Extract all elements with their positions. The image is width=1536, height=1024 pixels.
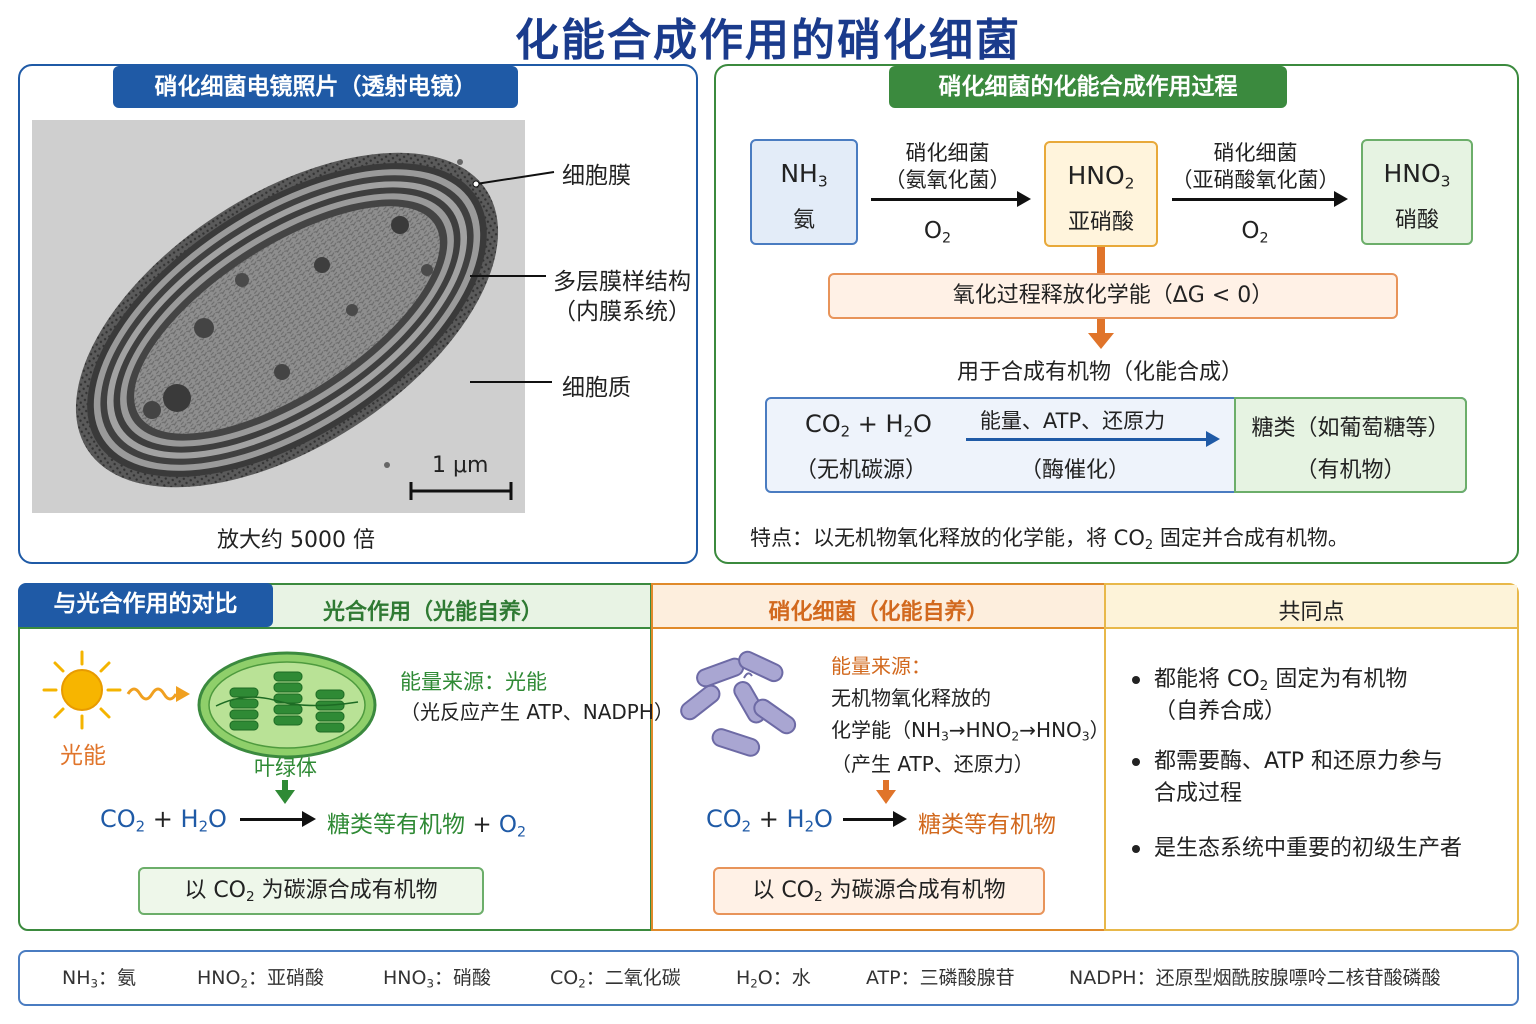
magnification-label: 放大约 5000 倍 xyxy=(217,528,375,553)
sun-icon xyxy=(42,650,122,730)
step2-organism: 硝化细菌 xyxy=(1213,141,1298,165)
compare-tag: 与光合作用的对比 xyxy=(18,583,273,627)
chemo-summary-box: 以 CO2 为碳源合成有机物 xyxy=(713,867,1045,915)
chemo-equation-arrow-head xyxy=(893,811,907,827)
chloroplast-label: 叶绿体 xyxy=(254,756,317,780)
legend-item-nh3: NH3：氨 xyxy=(62,967,137,991)
nh3-box: NH3 氨 xyxy=(750,139,858,245)
step2-organism-note: （亚硝酸氧化菌） xyxy=(1171,168,1340,192)
photo-energy-source: 能量来源：光能 xyxy=(400,670,547,694)
step2-arrow-head xyxy=(1334,191,1348,207)
use-text: 用于合成有机物（化能合成） xyxy=(956,360,1243,385)
chemo-energy-line1: 无机物氧化释放的 xyxy=(831,686,991,710)
reaction-arrow xyxy=(966,438,1210,441)
photo-equation-arrow xyxy=(240,818,304,821)
light-energy-label: 光能 xyxy=(60,743,106,769)
photo-equation-reactants: CO2 + H2O xyxy=(100,805,227,836)
common-point-3: 是生态系统中重要的初级生产者 xyxy=(1131,833,1462,865)
chemo-energy-line2: 化学能（NH3→HNO2→HNO3） xyxy=(831,718,1110,744)
step1-arrow xyxy=(871,198,1019,201)
step1-organism-note: （氨氧化菌） xyxy=(884,168,1011,192)
release-arrow-head xyxy=(1088,333,1114,349)
chloroplast-arrow-head xyxy=(275,790,295,804)
chemo-equation-arrow xyxy=(843,818,895,821)
chemo-header-bg xyxy=(653,585,1104,629)
legend-item-h2o: H2O：水 xyxy=(736,967,811,991)
reaction-product: 糖类（如葡萄糖等） xyxy=(1251,416,1450,441)
chemo-energy-label: 能量来源： xyxy=(831,654,931,678)
nh3-name: 氨 xyxy=(792,208,815,233)
feature-text: 特点：以无机物氧化释放的化学能，将 CO2 固定并合成有机物。 xyxy=(750,526,1349,553)
step1-arrow-head xyxy=(1017,191,1031,207)
hno3-box: HNO3 硝酸 xyxy=(1361,139,1473,245)
hno3-name: 硝酸 xyxy=(1394,208,1439,233)
step1-o2: O2 xyxy=(923,218,952,247)
label-multilayer-note: （内膜系统） xyxy=(553,299,691,325)
label-cell-membrane: 细胞膜 xyxy=(562,163,631,189)
chloroplast-arrow xyxy=(282,780,288,792)
legend-item-hno2: HNO2：亚硝酸 xyxy=(197,967,324,991)
common-point-1: 都能将 CO2 固定为有机物（自养合成） xyxy=(1131,664,1407,728)
legend-item-atp: ATP：三磷酸腺苷 xyxy=(866,967,1015,989)
light-wave-icon xyxy=(126,686,190,702)
chemo-header: 硝化细菌（化能自养） xyxy=(768,600,989,625)
em-panel-header: 硝化细菌电镜照片（透射电镜） xyxy=(113,66,518,108)
reaction-enzyme: （酶催化） xyxy=(1019,458,1130,483)
page-title: 化能合成作用的硝化细菌 xyxy=(515,15,1021,66)
em-micrograph xyxy=(32,120,525,513)
common-header-bg xyxy=(1106,585,1517,629)
step2-o2: O2 xyxy=(1241,218,1269,247)
label-multilayer: 多层膜样结构 xyxy=(553,269,691,295)
photo-equation-products: 糖类等有机物 + O2 xyxy=(327,812,527,841)
legend-item-nadph: NADPH：还原型烟酰胺腺嘌呤二核苷酸磷酸 xyxy=(1069,967,1441,989)
reaction-arrow-head xyxy=(1206,431,1220,447)
chemo-equation-reactants: CO2 + H2O xyxy=(706,805,833,836)
process-panel-header: 硝化细菌的化能合成作用过程 xyxy=(889,66,1287,108)
chemo-equation-product: 糖类等有机物 xyxy=(918,812,1056,838)
compare-col-common xyxy=(1104,583,1519,931)
legend-bar xyxy=(18,950,1519,1006)
release-text: 氧化过程释放化学能（ΔG < 0） xyxy=(952,283,1274,308)
product-box xyxy=(1234,397,1467,493)
em-callout-lines xyxy=(470,171,555,383)
bacteria-icon xyxy=(680,650,797,757)
step1-organism: 硝化细菌 xyxy=(905,141,990,165)
photo-header: 光合作用（光能自养） xyxy=(323,600,544,625)
common-point-2: 都需要酶、ATP 和还原力参与合成过程 xyxy=(1131,746,1443,810)
photo-summary-box: 以 CO2 为碳源合成有机物 xyxy=(138,867,484,915)
common-header: 共同点 xyxy=(1278,600,1345,625)
legend-item-hno3: HNO3：硝酸 xyxy=(383,967,491,991)
photo-equation-arrow-head xyxy=(302,811,316,827)
hno2-box: HNO2 亚硝酸 xyxy=(1044,141,1158,247)
chemo-energy-line3: （产生 ATP、还原力） xyxy=(831,752,1034,776)
hno2-name: 亚硝酸 xyxy=(1067,210,1134,235)
release-box: 氧化过程释放化学能（ΔG < 0） xyxy=(828,273,1398,319)
chemo-arrow-head xyxy=(876,790,896,804)
reaction-product-note: （有机物） xyxy=(1295,458,1406,483)
step2-arrow xyxy=(1172,198,1336,201)
reaction-energy: 能量、ATP、还原力 xyxy=(979,409,1166,433)
chemo-arrow xyxy=(883,780,889,792)
chloroplast-icon xyxy=(197,651,377,759)
reaction-inorganic: （无机碳源） xyxy=(795,458,928,483)
reaction-reactants: CO2 + H2O xyxy=(805,410,932,441)
connector-release-use xyxy=(1097,319,1105,335)
legend-item-co2: CO2：二氧化碳 xyxy=(550,967,681,991)
label-cytoplasm: 细胞质 xyxy=(562,375,631,401)
connector-hno2-release xyxy=(1097,247,1105,273)
scale-label: 1 μm xyxy=(432,453,489,478)
photo-energy-note: （光反应产生 ATP、NADPH） xyxy=(400,700,674,724)
